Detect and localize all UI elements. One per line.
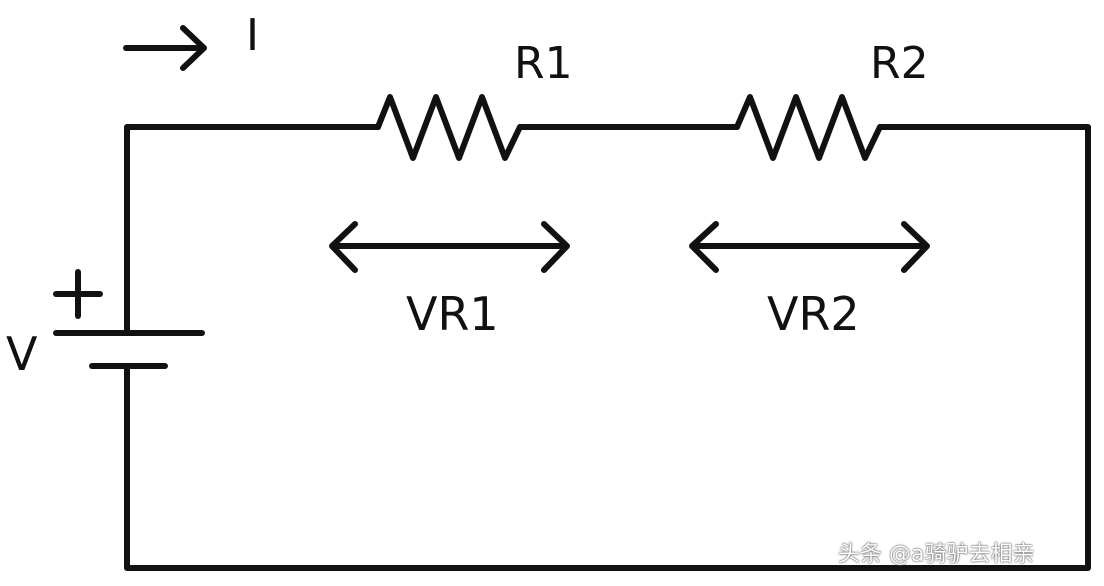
- vr1-label: VR1: [406, 287, 499, 341]
- current-label: I: [246, 10, 259, 61]
- top-wire-left: [124, 124, 381, 336]
- current-arrow-icon: [123, 25, 207, 71]
- r2-label: R2: [870, 38, 929, 89]
- vr1-double-arrow-icon: [329, 221, 570, 273]
- vr2-label: VR2: [767, 287, 860, 341]
- source-label: V: [6, 327, 38, 381]
- watermark: 头条 @a骑驴去相亲: [838, 542, 1035, 567]
- resistor-r2: [734, 94, 883, 161]
- resistor-r1: [375, 94, 523, 161]
- vr2-double-arrow-icon: [689, 221, 930, 273]
- top-wire-right: [124, 124, 1091, 571]
- r1-label: R1: [514, 38, 573, 89]
